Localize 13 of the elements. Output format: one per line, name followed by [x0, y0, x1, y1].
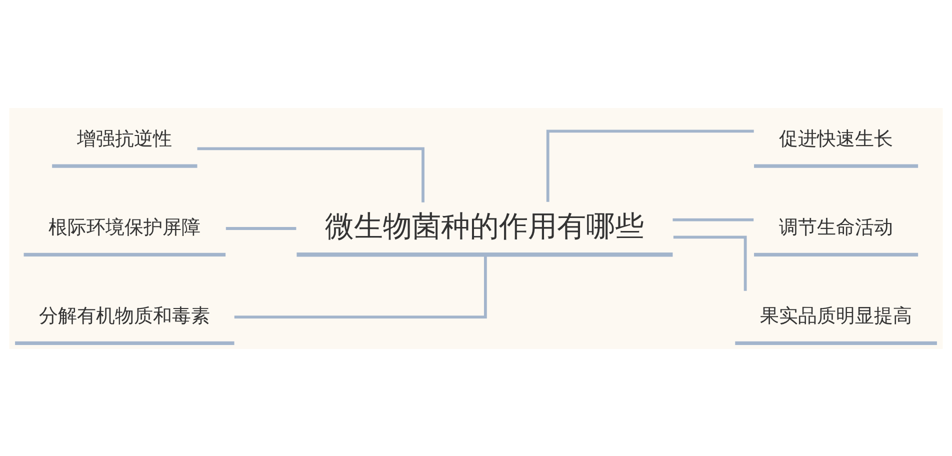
node-text: 促进快速生长	[779, 127, 894, 150]
connector	[673, 235, 747, 290]
connector	[546, 129, 754, 202]
node-text: 调节生命活动	[779, 216, 894, 238]
node-text: 果实品质明显提高	[760, 304, 912, 326]
node-text: 增强抗逆性	[77, 127, 172, 150]
node-text: 分解有机物质和毒素	[39, 304, 210, 326]
node-text: 微生物菌种的作用有哪些	[325, 210, 644, 242]
connector	[234, 254, 487, 318]
connector	[226, 226, 296, 230]
connector	[197, 146, 424, 202]
node-text: 根际环境保护屏障	[48, 216, 201, 238]
connector	[672, 218, 754, 221]
